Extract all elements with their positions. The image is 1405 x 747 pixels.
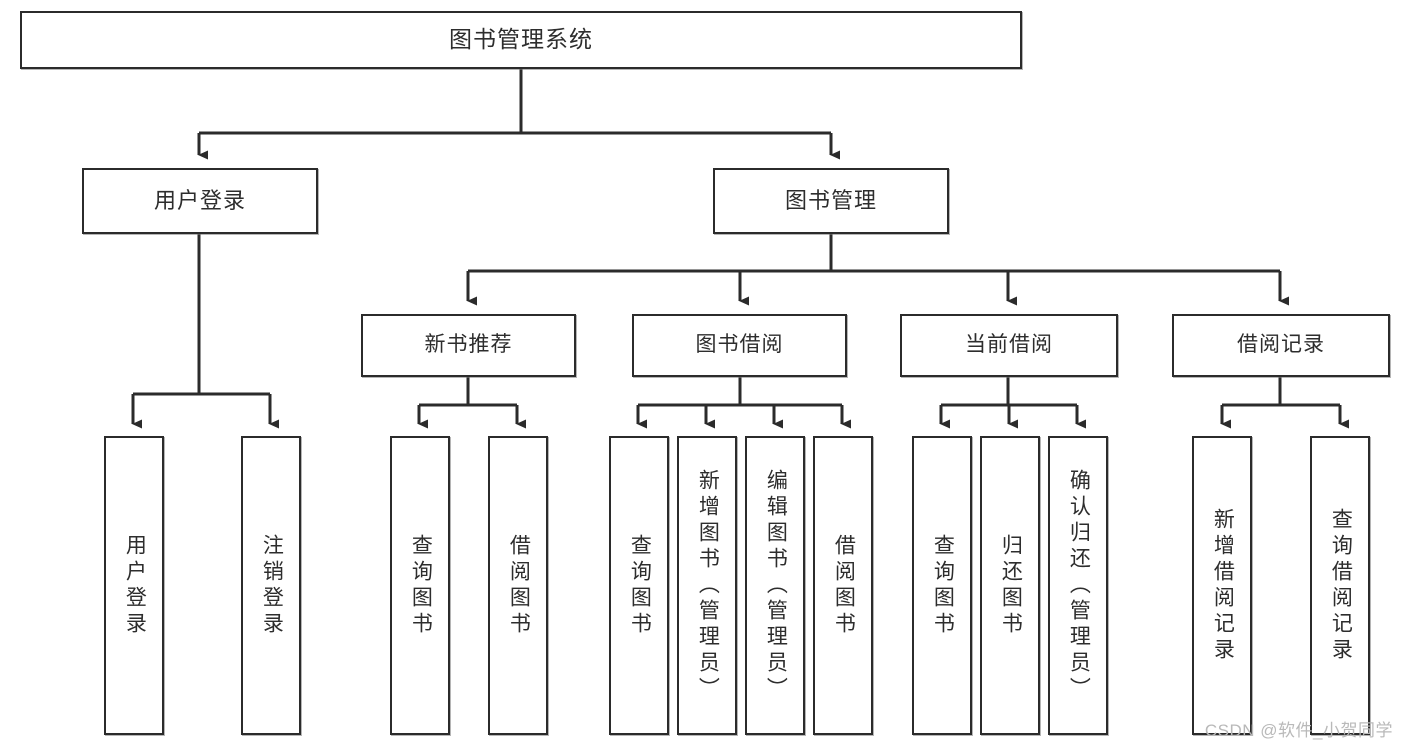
node-label: 当前借阅 (965, 333, 1053, 357)
node-leaf-query-borrow-record[interactable]: 查询借阅记录 (1310, 436, 1370, 735)
node-borrow-record[interactable]: 借阅记录 (1172, 314, 1390, 377)
node-leaf-borrow-book[interactable]: 借阅图书 (813, 436, 873, 735)
node-label: 查询图书 (628, 533, 652, 638)
node-label: 图书借阅 (695, 333, 784, 357)
node-leaf-logout[interactable]: 注销登录 (241, 436, 301, 735)
node-label: 用户登录 (153, 188, 246, 214)
node-label: 新增借阅记录 (1211, 507, 1235, 664)
node-user-login[interactable]: 用户登录 (82, 168, 318, 234)
node-label: 新书推荐 (424, 333, 513, 357)
node-label: 新增图书（管理员） (696, 468, 720, 703)
node-label: 用户登录 (123, 533, 147, 638)
node-leaf-query-book-new[interactable]: 查询图书 (390, 436, 450, 735)
node-current-borrow[interactable]: 当前借阅 (900, 314, 1118, 377)
node-label: 确认归还（管理员） (1067, 468, 1091, 703)
node-book-management[interactable]: 图书管理 (713, 168, 949, 234)
node-leaf-query-book-current[interactable]: 查询图书 (912, 436, 972, 735)
node-label: 查询借阅记录 (1329, 507, 1353, 664)
node-label: 归还图书 (999, 533, 1023, 638)
node-label: 图书管理系统 (449, 26, 593, 53)
node-root-library-system[interactable]: 图书管理系统 (20, 11, 1022, 69)
node-leaf-user-login[interactable]: 用户登录 (104, 436, 164, 735)
node-leaf-add-book-admin[interactable]: 新增图书（管理员） (677, 436, 737, 735)
node-label: 图书管理 (784, 188, 877, 214)
node-label: 编辑图书（管理员） (764, 468, 788, 703)
node-leaf-return-book[interactable]: 归还图书 (980, 436, 1040, 735)
node-leaf-borrow-book-new[interactable]: 借阅图书 (488, 436, 548, 735)
node-book-borrow[interactable]: 图书借阅 (632, 314, 847, 377)
node-new-book-recommend[interactable]: 新书推荐 (361, 314, 576, 377)
node-leaf-confirm-return-admin[interactable]: 确认归还（管理员） (1048, 436, 1108, 735)
node-leaf-query-book-borrow[interactable]: 查询图书 (609, 436, 669, 735)
node-label: 查询图书 (931, 533, 955, 638)
node-leaf-add-borrow-record[interactable]: 新增借阅记录 (1192, 436, 1252, 735)
node-leaf-edit-book-admin[interactable]: 编辑图书（管理员） (745, 436, 805, 735)
node-label: 借阅图书 (507, 533, 531, 638)
node-label: 注销登录 (260, 533, 284, 638)
node-label: 借阅记录 (1237, 333, 1325, 357)
node-label: 借阅图书 (832, 533, 856, 638)
node-label: 查询图书 (409, 533, 433, 638)
